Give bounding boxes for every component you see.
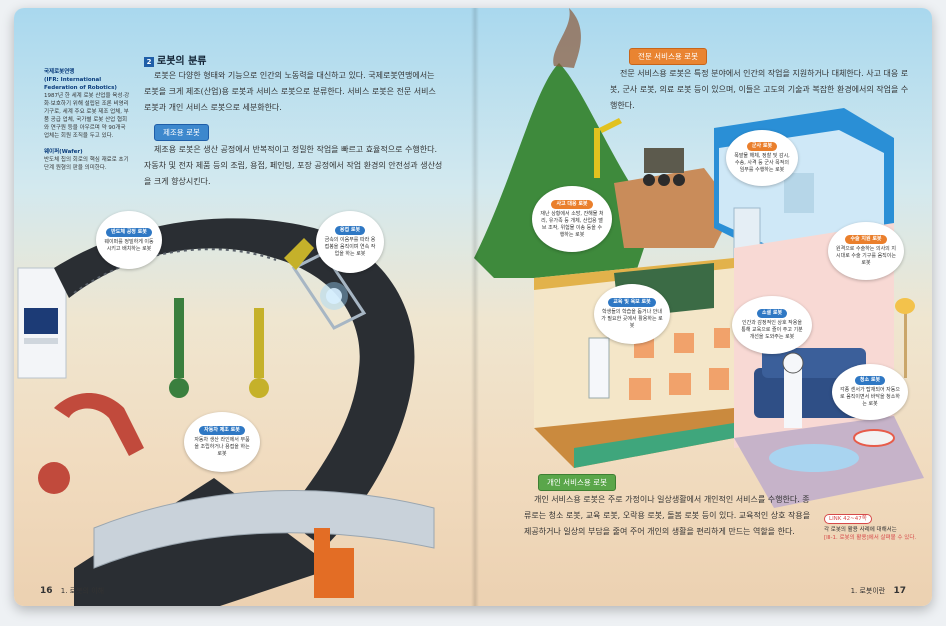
bubble-welding-robot: 용접 로봇 금속의 이음부를 따라 용접봉을 움직이며 연속 작업을 하는 로봇 <box>316 211 384 273</box>
page-gutter <box>471 8 479 606</box>
bubble-education-robot: 교육 및 육보 로봇 학생들의 학습을 돕거나 안내가 필요한 곳에서 활용하는… <box>594 284 670 344</box>
manufacturing-paragraph: 제조용 로봇은 생산 공정에서 반복적이고 정밀한 작업을 빠르고 효율적으로 … <box>144 145 443 186</box>
hospital-illustration <box>714 108 894 259</box>
personal-service-paragraph: 개인 서비스용 로봇은 주로 가정이나 일상생활에서 개인적인 서비스를 수행한… <box>524 495 811 536</box>
bubble-disaster-robot: 사고 대응 로봇 재난 상황에서 소방, 잔해물 처리, 유가족 등 개체, 산… <box>532 186 612 252</box>
bubble-title: 사고 대응 로봇 <box>551 199 593 209</box>
bubble-semiconductor-robot: 반도체 공정 로봇 웨이퍼를 정밀하게 이동시키고 배치하는 로봇 <box>96 211 162 269</box>
bubble-body: 학생들의 학습을 돕거나 안내가 필요한 곳에서 활용하는 로봇 <box>601 309 663 329</box>
textbook-spread: 국제로봇연맹 (IFR: International Federation of… <box>14 8 932 606</box>
bubble-social-robot: 소셜 로봇 인간과 감정적인 상호 작용을 통해 교육으로 즐이 주고 기분 개… <box>732 296 812 354</box>
bubble-title: 수술 지원 로봇 <box>845 235 887 244</box>
bubble-body: 각종 센서가 탑재되어 자동으로 움직이면서 바닥을 청소하는 로봇 <box>840 387 900 407</box>
bubble-body: 재난 상황에서 소방, 잔해물 처리, 유가족 등 개체, 산업용 밸브 조작,… <box>540 210 604 238</box>
sidebar-glossary: 국제로봇연맹 (IFR: International Federation of… <box>44 68 132 172</box>
chapter-label-right: 1. 로봇이란 <box>850 587 886 595</box>
bubble-body: 인간과 감정적인 상호 작용을 통해 교육으로 즐이 주고 기분 개선을 도와주… <box>741 320 803 340</box>
conveyor-illustration <box>17 218 435 606</box>
term-ifr-body: 1987년 한 세계 로봇 산업을 육성·강화·보호하기 위해 설립된 조론 비… <box>44 93 130 139</box>
term-ifr-title: 국제로봇연맹 <box>44 69 75 75</box>
manufacturing-robot-tag: 제조용 로봇 <box>154 124 209 141</box>
bubble-title: 용접 로봇 <box>334 226 366 235</box>
bubble-title: 소셜 로봇 <box>756 309 788 318</box>
bubble-surgery-robot: 수술 지원 로봇 원격으로 수술하는 의사의 지시대로 수술 기구를 움직이는 … <box>828 222 904 280</box>
page-number-right: 17 <box>893 586 906 596</box>
link-note-body-1: 각 로봇의 활용 사례에 대해서는 <box>824 527 897 533</box>
link-note: LINK 42~47쪽 각 로봇의 활용 사례에 대해서는 [ⅠⅡ-1. 로봇의… <box>824 514 920 542</box>
left-footer: 16 1. 로봇의 이해 <box>40 586 104 596</box>
bubble-title: 교육 및 육보 로봇 <box>608 298 656 307</box>
term-wafer-title: 웨이퍼(Wafer) <box>44 149 83 155</box>
bubble-body: 금속의 이음부를 따라 용접봉을 움직이며 연속 작업을 하는 로봇 <box>324 237 376 257</box>
bubble-title: 자동차 제조 로봇 <box>199 426 245 435</box>
intro-paragraph: 로봇은 다양한 형태와 기능으로 인간의 노동력을 대신하고 있다. 국제로봇연… <box>144 71 436 112</box>
section-number: 2 <box>144 57 154 67</box>
bubble-car-robot: 자동차 제조 로봇 자동차 생산 라인에서 부품을 조립하거나 용접을 하는 로… <box>184 412 260 472</box>
pro-service-paragraph: 전문 서비스용 로봇은 특정 분야에서 인간의 작업을 지원하거나 대체한다. … <box>610 69 909 110</box>
pro-service-robot-tag: 전문 서비스용 로봇 <box>629 48 707 65</box>
right-footer: 1. 로봇이란 17 <box>851 586 906 596</box>
bubble-military-robot: 군사 로봇 폭발물 해체, 정찰 및 감시, 수송, 사격 등 군사 목적의 임… <box>726 130 798 186</box>
term-wafer-body: 반도체 칩의 회로의 핵심 재료로 초기 단계 원형의 판을 의미한다. <box>44 157 129 171</box>
bubble-body: 웨이퍼를 정밀하게 이동시키고 배치하는 로봇 <box>104 238 154 252</box>
bubble-body: 자동차 생산 라인에서 부품을 조립하거나 용접을 하는 로봇 <box>194 437 250 457</box>
bubble-body: 폭발물 해체, 정찰 및 감시, 수송, 사격 등 군사 목적의 임무를 수행하… <box>734 153 790 173</box>
bubble-title: 반도체 공정 로봇 <box>106 227 152 237</box>
personal-service-robot-tag: 개인 서비스용 로봇 <box>538 474 616 491</box>
link-note-body-2: [ⅠⅡ-1. 로봇의 활용]에서 살펴볼 수 있다. <box>824 535 917 541</box>
section-title: 로봇의 분류 <box>157 56 207 67</box>
classroom-illustration <box>534 258 734 468</box>
bubble-cleaning-robot: 청소 로봇 각종 센서가 탑재되어 자동으로 움직이면서 바닥을 청소하는 로봇 <box>832 364 908 420</box>
bubble-body: 원격으로 수술하는 의사의 지시대로 수술 기구를 움직이는 로봇 <box>836 246 896 266</box>
page-number-left: 16 <box>40 586 53 596</box>
link-note-label: LINK 42~47쪽 <box>824 514 872 524</box>
term-ifr-title-en: (IFR: International Federation of Roboti… <box>44 77 117 91</box>
chapter-label-left: 1. 로봇의 이해 <box>60 587 105 595</box>
bubble-title: 군사 로봇 <box>746 142 778 151</box>
bubble-title: 청소 로봇 <box>854 376 886 385</box>
